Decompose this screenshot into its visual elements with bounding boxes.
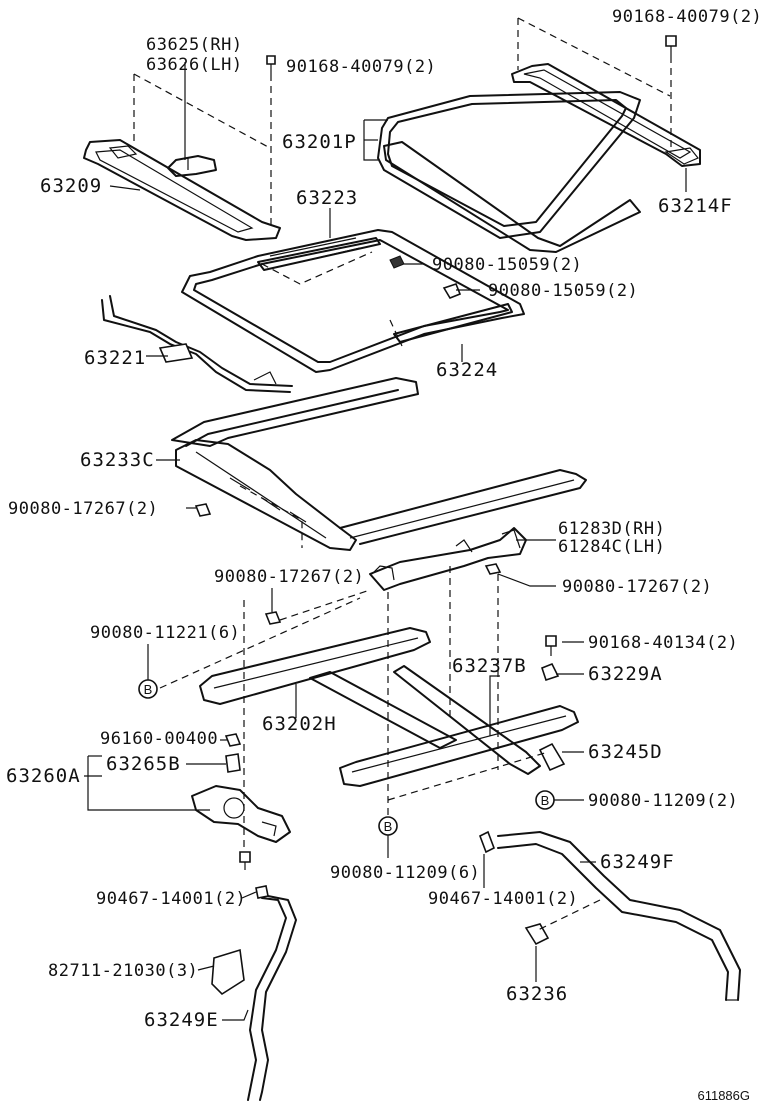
label-63202h: 63202H — [262, 713, 337, 735]
clip-icon-63223 — [389, 255, 405, 269]
label-63223: 63223 — [296, 187, 358, 209]
label-63209: 63209 — [40, 175, 102, 197]
label-90080-11221: 90080-11221(6) — [90, 623, 240, 643]
label-63249f: 63249F — [600, 851, 675, 873]
part-63233c-housing-frame — [171, 377, 587, 551]
label-63265b: 63265B — [106, 753, 181, 775]
label-63224: 63224 — [436, 359, 498, 381]
label-90467-14001-a: 90467-14001(2) — [96, 889, 246, 909]
label-61284c-lh: 61284C(LH) — [558, 537, 665, 557]
label-90080-11209-b: 90080-11209(6) — [330, 863, 480, 883]
nut-icon-17267-left — [194, 503, 212, 517]
part-63221-drive-cable — [101, 295, 293, 393]
label-90080-15059-b: 90080-15059(2) — [488, 281, 638, 301]
part-63245d-bracket — [538, 742, 566, 772]
bolt-icon-top-left — [266, 55, 276, 74]
label-63245d: 63245D — [588, 741, 663, 763]
label-63237b: 63237B — [452, 655, 527, 677]
label-61283d-rh: 61283D(RH) — [558, 519, 665, 539]
part-63201p-glass-panel — [377, 91, 641, 253]
label-63625-rh: 63625(RH) — [146, 35, 243, 55]
label-90168-40134: 90168-40134(2) — [588, 633, 738, 653]
label-90168-40079-left: 90168-40079(2) — [286, 57, 436, 77]
clamp-icon-90467-left — [255, 885, 269, 899]
label-63221: 63221 — [84, 347, 146, 369]
label-90467-14001-b: 90467-14001(2) — [428, 889, 578, 909]
label-63201p: 63201P — [282, 131, 357, 153]
part-63223-sunshade-frame — [181, 229, 525, 373]
part-63202h-reinforcement — [199, 627, 457, 749]
label-63233c: 63233C — [80, 449, 155, 471]
ref-marker-b-center: B — [378, 816, 398, 836]
label-82711-21030: 82711-21030(3) — [48, 961, 198, 981]
bolt-icon-top-right — [665, 35, 677, 56]
label-90080-15059-a: 90080-15059(2) — [432, 255, 582, 275]
ref-marker-b-center-text: B — [384, 819, 393, 834]
label-63214f: 63214F — [658, 195, 733, 217]
part-63209-deflector — [83, 139, 281, 241]
assembly-lines — [133, 17, 672, 931]
part-63625-bracket — [167, 155, 217, 177]
clip-icon-63224 — [442, 283, 462, 299]
bolt-icon-motor — [239, 851, 251, 870]
label-63236: 63236 — [506, 983, 568, 1005]
label-90080-11209-a: 90080-11209(2) — [588, 791, 738, 811]
ref-marker-b-left-text: B — [144, 682, 153, 697]
nut-icon-17267-mid — [264, 611, 282, 625]
ref-marker-b-right-text: B — [541, 793, 550, 808]
label-90080-17267-a: 90080-17267(2) — [8, 499, 158, 519]
label-96160-00400: 96160-00400 — [100, 729, 218, 749]
bolt-icon-40134 — [545, 635, 557, 656]
part-63249f-drain-hose — [497, 831, 741, 1001]
label-90080-17267-c: 90080-17267(2) — [562, 577, 712, 597]
label-63229a: 63229A — [588, 663, 663, 685]
ref-marker-b-right: B — [535, 790, 555, 810]
clip-icon-82711 — [211, 948, 245, 996]
nut-icon-17267-right — [484, 563, 502, 575]
label-90168-40079-right: 90168-40079(2) — [612, 7, 760, 27]
part-63214f-rear-rail — [511, 63, 701, 167]
label-90080-17267-b: 90080-17267(2) — [214, 567, 364, 587]
screw-icon-96160 — [224, 733, 242, 747]
drawing-id: 611886G — [697, 1088, 750, 1103]
clip-icon-63236 — [524, 923, 550, 946]
label-63626-lh: 63626(LH) — [146, 55, 243, 75]
gear-icon-63265b — [225, 753, 241, 773]
leader-lines — [84, 62, 687, 1021]
label-63260a: 63260A — [6, 765, 81, 787]
part-61283d-drain-bracket — [369, 527, 527, 591]
part-63260a-motor — [191, 785, 291, 843]
label-63249e: 63249E — [144, 1009, 219, 1031]
part-63237b-side-rail — [339, 665, 579, 787]
clip-icon-63229a — [541, 662, 560, 682]
ref-marker-b-left: B — [138, 679, 158, 699]
part-63249e-drain-hose — [247, 895, 297, 1101]
clamp-icon-90467-right — [478, 830, 496, 854]
